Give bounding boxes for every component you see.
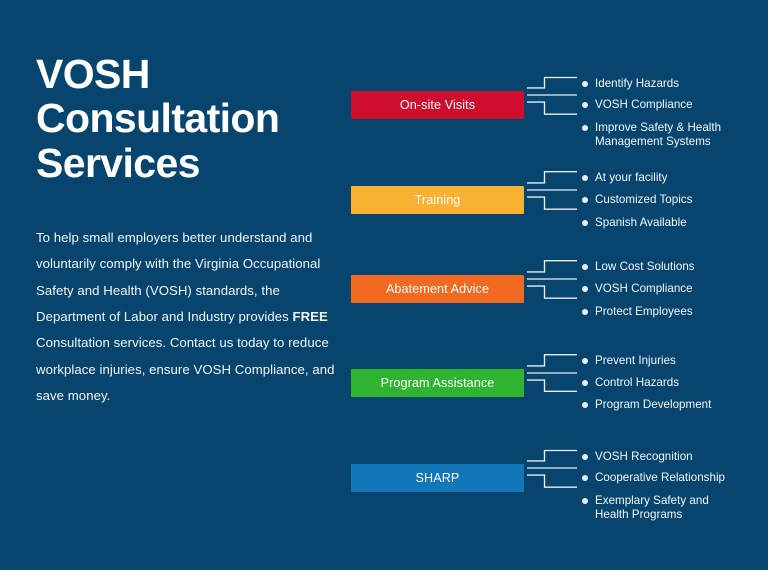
bullet-dot-icon — [582, 220, 588, 226]
leaf-item[interactable]: VOSH Compliance — [582, 282, 693, 297]
bullet-dot-icon — [582, 309, 588, 315]
bullet-dot-icon — [582, 125, 588, 131]
category-bar-training[interactable]: Training — [351, 186, 524, 214]
leaf-label: Protect Employees — [595, 304, 693, 318]
bullet-dot-icon — [582, 175, 588, 181]
bullet-dot-icon — [582, 380, 588, 386]
leaf-label: Customized Topics — [595, 192, 693, 206]
category-bar-label: Abatement Advice — [385, 282, 490, 296]
bullet-dot-icon — [582, 102, 588, 108]
leaf-label: Prevent Injuries — [595, 353, 676, 367]
connector-path — [527, 474, 577, 488]
leaf-label: Control Hazards — [595, 375, 680, 389]
leaf-label: VOSH Compliance — [595, 97, 693, 111]
bullet-dot-icon — [582, 402, 588, 408]
leaf-item[interactable]: Low Cost Solutions — [582, 260, 695, 275]
connector-lines-abatement-advice — [527, 260, 577, 299]
leaf-item[interactable]: Exemplary Safety and Health Programs — [582, 494, 709, 524]
leaf-item[interactable]: Program Development — [582, 398, 711, 413]
intro-paragraph: To help small employers better understan… — [36, 225, 336, 410]
leaf-item[interactable]: Prevent Injuries — [582, 354, 676, 369]
intro-panel: VOSH Consultation Services To help small… — [36, 52, 336, 410]
connector-path — [527, 76, 577, 89]
leaf-label: At your facility — [595, 170, 668, 184]
connector-path — [527, 285, 577, 299]
connector-lines-program-assistance — [527, 354, 577, 392]
bullet-dot-icon — [582, 498, 588, 504]
leaf-item[interactable]: At your facility — [582, 171, 667, 186]
leaf-item[interactable]: Improve Safety & Health Management Syste… — [582, 121, 721, 151]
bullet-dot-icon — [582, 197, 588, 203]
leaf-item[interactable]: Control Hazards — [582, 376, 679, 391]
category-bar-on-site-visits[interactable]: On-site Visits — [351, 91, 524, 119]
connector-path — [527, 449, 577, 462]
leaf-label: Spanish Available — [595, 215, 687, 229]
connector-lines-sharp — [527, 449, 577, 488]
leaf-label: Identify Hazards — [595, 76, 680, 90]
connector-lines-training — [527, 171, 577, 210]
category-bar-label: On-site Visits — [399, 98, 476, 112]
category-bar-label: SHARP — [415, 471, 460, 485]
bullet-dot-icon — [582, 286, 588, 292]
connector-path — [527, 354, 577, 367]
connector-path — [527, 379, 577, 392]
page-title: VOSH Consultation Services — [36, 51, 280, 186]
connector-path — [527, 171, 577, 184]
leaf-item[interactable]: Customized Topics — [582, 193, 692, 208]
leaf-label: Cooperative Relationship — [595, 470, 726, 484]
leaf-label: VOSH Recognition — [595, 449, 693, 463]
bullet-dot-icon — [582, 475, 588, 481]
leaf-item[interactable]: VOSH Compliance — [582, 98, 693, 113]
leaf-label: VOSH Compliance — [595, 281, 693, 295]
connector-path — [527, 196, 577, 210]
leaf-item[interactable]: VOSH Recognition — [582, 450, 693, 465]
leaf-label: Low Cost Solutions — [595, 259, 695, 273]
leaf-item[interactable]: Spanish Available — [582, 216, 687, 231]
bullet-dot-icon — [582, 81, 588, 87]
leaf-label: Exemplary Safety and Health Programs — [595, 493, 709, 522]
connector-path — [527, 101, 577, 115]
connector-path — [527, 260, 577, 273]
category-bar-abatement-advice[interactable]: Abatement Advice — [351, 275, 524, 303]
intro-paragraph-pre: To help small employers better understan… — [36, 229, 321, 325]
leaf-label: Improve Safety & Health Management Syste… — [595, 120, 722, 149]
leaf-item[interactable]: Cooperative Relationship — [582, 471, 725, 486]
category-bar-label: Program Assistance — [380, 376, 495, 390]
bullet-dot-icon — [582, 264, 588, 270]
bullet-dot-icon — [582, 454, 588, 460]
leaf-item[interactable]: Protect Employees — [582, 305, 693, 320]
intro-paragraph-emphasis: FREE — [292, 309, 328, 325]
leaf-item[interactable]: Identify Hazards — [582, 77, 679, 92]
leaf-label: Program Development — [595, 397, 712, 411]
category-bar-sharp[interactable]: SHARP — [351, 464, 524, 492]
category-bar-program-assistance[interactable]: Program Assistance — [351, 369, 524, 397]
connector-lines-on-site-visits — [527, 76, 577, 115]
bullet-dot-icon — [582, 358, 588, 364]
category-bar-label: Training — [414, 193, 461, 207]
intro-paragraph-post: Consultation services. Contact us today … — [36, 335, 335, 404]
